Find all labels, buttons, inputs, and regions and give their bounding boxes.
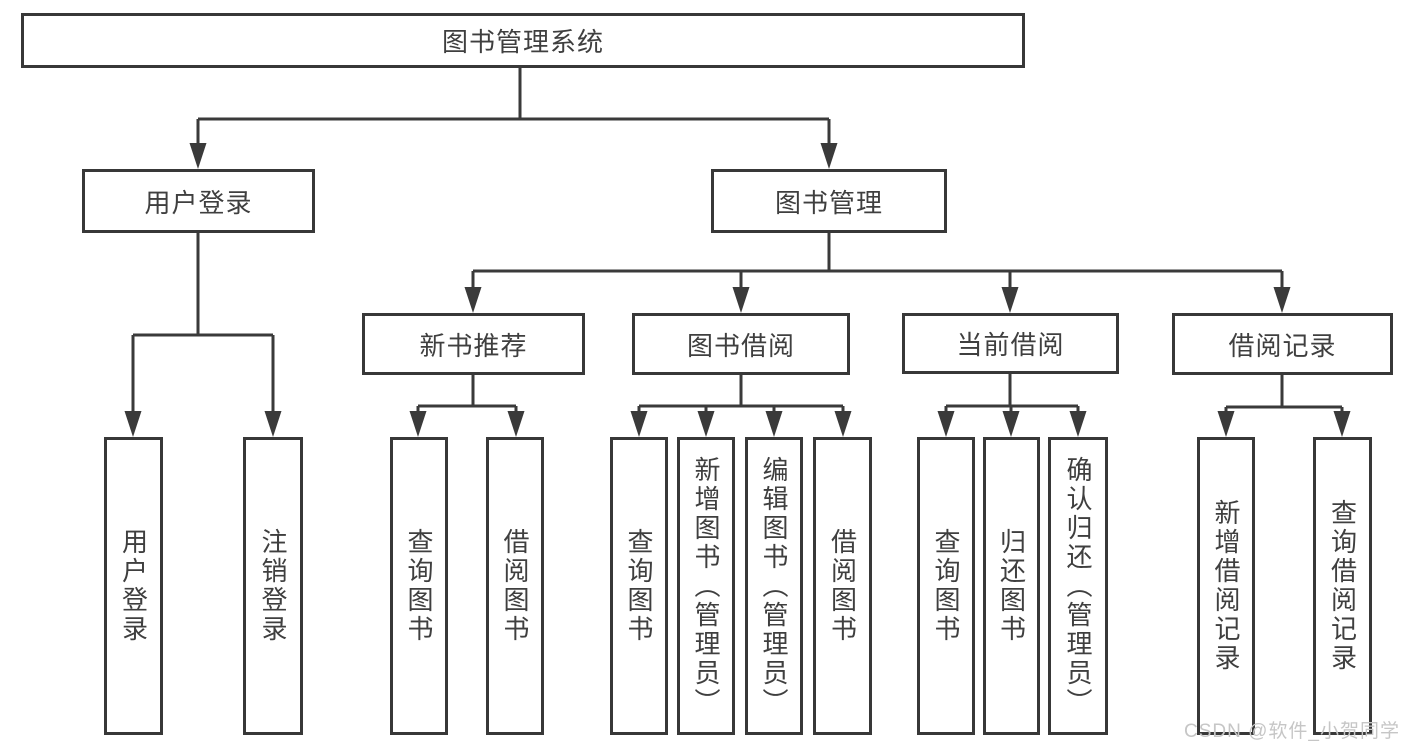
- leaf-query-books-1: 查询图书: [390, 437, 448, 735]
- tree-trunk-lines: [133, 68, 1342, 409]
- new-book-group-connector: [418, 375, 516, 408]
- group-borrow-record: 借阅记录: [1172, 313, 1393, 375]
- leaf-user-login-label: 用户登录: [118, 528, 149, 644]
- arrow-down-icon: [124, 411, 142, 437]
- arrow-down-icon: [1333, 411, 1351, 437]
- arrow-down-icon: [1069, 411, 1087, 437]
- leaf-user-login: 用户登录: [104, 437, 163, 735]
- book-borrow-group-connector: [639, 375, 843, 408]
- group-new-book-recommend: 新书推荐: [362, 313, 585, 375]
- arrow-down-icon: [765, 411, 783, 437]
- branch-book-management: 图书管理: [711, 169, 947, 233]
- leaf-return-books-label: 归还图书: [996, 528, 1027, 644]
- leaf-query-books-2-label: 查询图书: [624, 528, 654, 644]
- arrow-down-icon: [1217, 411, 1235, 437]
- arrow-down-icon: [507, 411, 525, 437]
- root-connector: [198, 68, 829, 121]
- current-borrow-group-connector: [946, 374, 1078, 408]
- arrow-down-icon: [1002, 411, 1020, 437]
- arrow-down-icon: [464, 287, 482, 313]
- arrow-down-icon: [697, 411, 715, 437]
- arrow-down-icon: [264, 411, 282, 437]
- arrow-down-icon: [630, 411, 648, 437]
- root-node-library-system: 图书管理系统: [21, 13, 1025, 68]
- leaf-add-borrow-record-label: 新增借阅记录: [1211, 499, 1241, 673]
- leaf-add-borrow-record: 新增借阅记录: [1197, 437, 1255, 735]
- branch-user-login: 用户登录: [82, 169, 315, 233]
- borrow-record-group-connector: [1226, 375, 1342, 409]
- arrow-down-icon: [1273, 287, 1291, 313]
- leaf-query-books-3-label: 查询图书: [931, 528, 961, 644]
- group-book-borrow: 图书借阅: [632, 313, 850, 375]
- management-branch-connector: [473, 233, 1282, 273]
- leaf-logout: 注销登录: [243, 437, 303, 735]
- arrow-down-icon: [1001, 287, 1019, 313]
- leaf-return-books: 归还图书: [983, 437, 1040, 735]
- arrow-down-icon: [732, 287, 750, 313]
- arrowheads: [124, 119, 1351, 437]
- leaf-confirm-return-admin-label: 确认归还（管理员）: [1063, 455, 1093, 717]
- leaf-query-borrow-record-label: 查询借阅记录: [1327, 499, 1358, 673]
- leaf-query-books-2: 查询图书: [610, 437, 668, 735]
- arrow-down-icon: [834, 411, 852, 437]
- leaf-add-books-admin-label: 新增图书（管理员）: [691, 455, 721, 717]
- leaf-query-books-1-label: 查询图书: [404, 528, 434, 644]
- leaf-borrow-books-2-label: 借阅图书: [827, 528, 858, 644]
- csdn-watermark: CSDN @软件_小贺同学: [1184, 721, 1400, 742]
- arrow-down-icon: [189, 143, 207, 169]
- arrow-down-icon: [409, 411, 427, 437]
- leaf-edit-books-admin-label: 编辑图书（管理员）: [759, 455, 789, 717]
- arrow-down-icon: [937, 411, 955, 437]
- login-branch-connector: [133, 233, 273, 337]
- leaf-borrow-books-1-label: 借阅图书: [500, 528, 530, 644]
- leaf-borrow-books-2: 借阅图书: [813, 437, 872, 735]
- leaf-query-books-3: 查询图书: [917, 437, 975, 735]
- arrow-down-icon: [820, 143, 838, 169]
- leaf-query-borrow-record: 查询借阅记录: [1313, 437, 1372, 735]
- leaf-confirm-return-admin: 确认归还（管理员）: [1048, 437, 1108, 735]
- group-current-borrow: 当前借阅: [902, 313, 1119, 374]
- leaf-add-books-admin: 新增图书（管理员）: [677, 437, 735, 735]
- leaf-borrow-books-1: 借阅图书: [486, 437, 544, 735]
- leaf-logout-label: 注销登录: [258, 528, 288, 644]
- leaf-edit-books-admin: 编辑图书（管理员）: [745, 437, 803, 735]
